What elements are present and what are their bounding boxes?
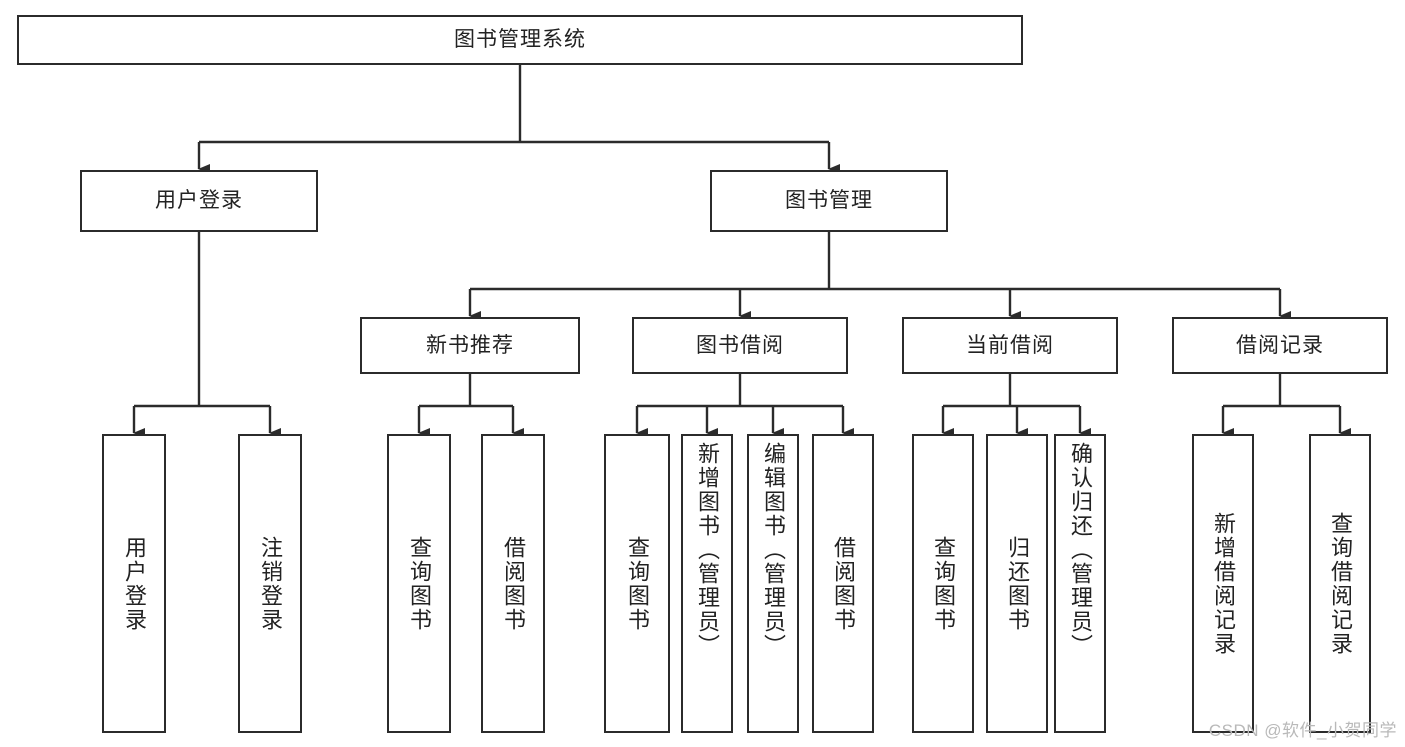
node-label: 查询图书 xyxy=(407,535,432,632)
node-label: 图书借阅 xyxy=(696,333,784,357)
node-root[interactable]: 图书管理系统 xyxy=(17,15,1023,65)
node-label: 新书推荐 xyxy=(426,333,514,357)
node-book-borrow[interactable]: 图书借阅 xyxy=(632,317,848,374)
node-label: 图书管理系统 xyxy=(454,28,586,52)
node-label: 编辑图书（管理员） xyxy=(761,442,786,658)
node-label: 用户登录 xyxy=(122,535,147,632)
node-label: 归还图书 xyxy=(1005,535,1030,632)
node-label: 查询借阅记录 xyxy=(1328,511,1353,656)
node-leaf-query-borrow-record[interactable]: 查询借阅记录 xyxy=(1309,434,1371,733)
node-label: 查询图书 xyxy=(625,535,650,632)
node-borrow-record[interactable]: 借阅记录 xyxy=(1172,317,1388,374)
node-label: 新增借阅记录 xyxy=(1211,511,1236,656)
node-label: 借阅记录 xyxy=(1236,333,1324,357)
node-leaf-confirm-return[interactable]: 确认归还（管理员） xyxy=(1054,434,1106,733)
node-leaf-query-book-1[interactable]: 查询图书 xyxy=(387,434,451,733)
node-label: 当前借阅 xyxy=(966,333,1054,357)
node-label: 注销登录 xyxy=(258,535,283,632)
node-label: 借阅图书 xyxy=(501,535,526,632)
node-label: 借阅图书 xyxy=(831,535,856,632)
node-label: 图书管理 xyxy=(785,189,873,213)
node-leaf-return-book[interactable]: 归还图书 xyxy=(986,434,1048,733)
node-leaf-user-login[interactable]: 用户登录 xyxy=(102,434,166,733)
node-label: 用户登录 xyxy=(155,189,243,213)
node-leaf-borrow-book-2[interactable]: 借阅图书 xyxy=(812,434,874,733)
node-leaf-add-book[interactable]: 新增图书（管理员） xyxy=(681,434,733,733)
node-new-book-recommend[interactable]: 新书推荐 xyxy=(360,317,580,374)
node-leaf-add-borrow-record[interactable]: 新增借阅记录 xyxy=(1192,434,1254,733)
node-leaf-borrow-book-1[interactable]: 借阅图书 xyxy=(481,434,545,733)
node-book-management[interactable]: 图书管理 xyxy=(710,170,948,232)
node-leaf-query-book-2[interactable]: 查询图书 xyxy=(604,434,670,733)
node-label: 确认归还（管理员） xyxy=(1068,442,1093,658)
node-leaf-edit-book[interactable]: 编辑图书（管理员） xyxy=(747,434,799,733)
node-leaf-user-logout[interactable]: 注销登录 xyxy=(238,434,302,733)
node-current-borrow[interactable]: 当前借阅 xyxy=(902,317,1118,374)
node-label: 查询图书 xyxy=(931,535,956,632)
node-leaf-query-book-3[interactable]: 查询图书 xyxy=(912,434,974,733)
node-user-login[interactable]: 用户登录 xyxy=(80,170,318,232)
csdn-watermark: CSDN @软件_小贺同学 xyxy=(1208,721,1397,740)
node-label: 新增图书（管理员） xyxy=(695,442,720,658)
